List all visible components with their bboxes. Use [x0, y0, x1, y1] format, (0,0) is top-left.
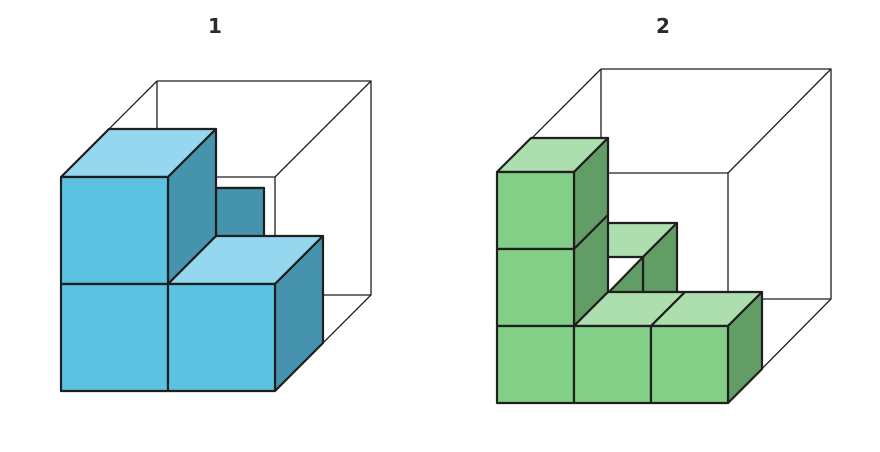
figure-1-label: 1	[208, 14, 222, 38]
figure-2-cubes	[495, 136, 764, 405]
figure-1-cube-bottom-left	[59, 282, 170, 393]
figure-1	[59, 80, 372, 393]
figure-1-cube-bottom-right	[166, 234, 325, 393]
figure-1-cube-top-left	[59, 127, 218, 286]
figure-2-cube-column-top	[495, 136, 610, 251]
figure-1-cubes	[59, 127, 325, 393]
figure-2-cube-column-middle	[495, 213, 610, 328]
figure-2-cube-bottom-middle	[572, 290, 687, 405]
figure-2-cube-bottom-left	[495, 324, 576, 405]
figure-2-cube-bottom-right	[649, 290, 764, 405]
figure-2	[495, 68, 832, 405]
figure-2-label: 2	[656, 14, 670, 38]
